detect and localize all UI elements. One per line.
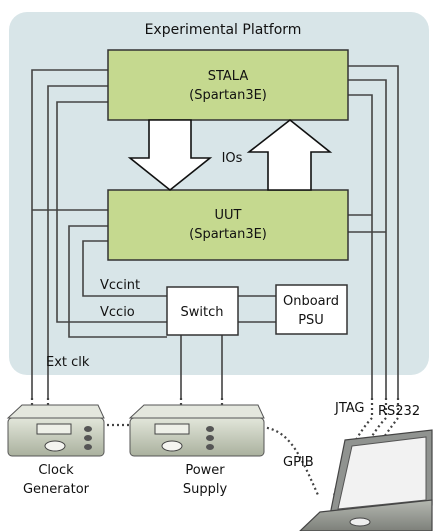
switch-label: Switch bbox=[181, 305, 224, 320]
gpib-label: GPIB bbox=[283, 455, 314, 470]
clock-generator-label-line2: Generator bbox=[23, 482, 90, 497]
stala-block bbox=[107, 49, 349, 121]
up-arrow-icon bbox=[246, 118, 333, 191]
platform-title: Experimental Platform bbox=[145, 22, 302, 38]
clock-generator-icon bbox=[6, 404, 105, 457]
laptop-icon bbox=[299, 429, 433, 531]
stala-subtitle: (Spartan3E) bbox=[189, 88, 267, 103]
ios-label: IOs bbox=[222, 151, 243, 166]
psu-label-line1: Onboard bbox=[283, 294, 339, 309]
wiring bbox=[31, 65, 399, 398]
power-supply-label-line2: Supply bbox=[183, 482, 228, 497]
vccio-label: Vccio bbox=[100, 305, 135, 320]
ext-clk-label: Ext clk bbox=[46, 355, 90, 370]
stala-title: STALA bbox=[208, 69, 249, 84]
psu-label-line2: PSU bbox=[298, 313, 324, 328]
rs232-label: RS232 bbox=[378, 404, 420, 419]
onboard-psu-box bbox=[275, 284, 348, 335]
uut-block bbox=[107, 189, 349, 261]
switch-box bbox=[166, 286, 239, 336]
power-supply-label-line1: Power bbox=[185, 463, 225, 478]
jtag-label: JTAG bbox=[334, 401, 365, 416]
down-arrow-icon bbox=[127, 119, 213, 192]
uut-subtitle: (Spartan3E) bbox=[189, 227, 267, 242]
clock-generator-label-line1: Clock bbox=[38, 463, 74, 478]
vccint-label: Vccint bbox=[100, 278, 140, 293]
power-supply-icon bbox=[128, 404, 265, 457]
uut-title: UUT bbox=[215, 208, 242, 223]
